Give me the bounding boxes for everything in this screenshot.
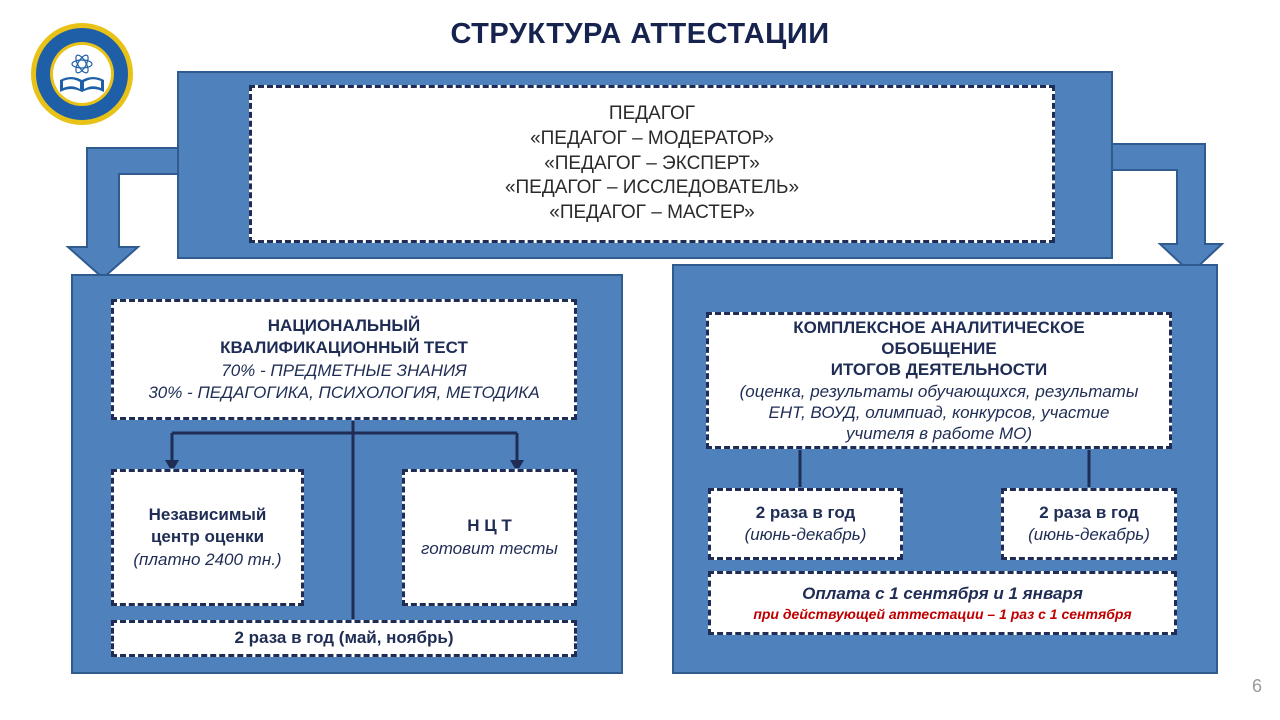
payment-box: Оплата с 1 сентября и 1 января при дейст… [707, 570, 1178, 636]
analysis-title-line: ИТОГОВ ДЕЯТЕЛЬНОСТИ [830, 360, 1048, 380]
payment-title: Оплата с 1 сентября и 1 января [802, 583, 1083, 603]
analysis-box: КОМПЛЕКСНОЕ АНАЛИТИЧЕСКОЕ ОБОБЩЕНИЕ ИТОГ… [705, 311, 1173, 450]
test-detail-line: 70% - ПРЕДМЕТНЫЕ ЗНАНИЯ [221, 360, 467, 380]
category-line: «ПЕДАГОГ – МАСТЕР» [549, 202, 755, 224]
frequency-months: (июнь-декабрь) [744, 525, 867, 544]
nct-title: Н Ц Т [467, 516, 512, 536]
test-detail-line: 30% - ПЕДАГОГИКА, ПСИХОЛОГИЯ, МЕТОДИКА [148, 382, 540, 402]
analysis-title-line: КОМПЛЕКСНОЕ АНАЛИТИЧЕСКОЕ [793, 317, 1085, 337]
independent-center-box: Независимый центр оценки (платно 2400 тн… [110, 468, 305, 607]
logo-emblem-icon [31, 23, 133, 125]
left-frequency-box: 2 раза в год (май, ноябрь) [110, 619, 578, 658]
analysis-title-line: ОБОБЩЕНИЕ [881, 339, 997, 358]
teacher-categories-box: ПЕДАГОГ «ПЕДАГОГ – МОДЕРАТОР» «ПЕДАГОГ –… [248, 84, 1056, 244]
arrowhead-icon [165, 460, 179, 472]
arrowhead-icon [510, 460, 524, 472]
page-title: СТРУКТУРА АТТЕСТАЦИИ [450, 18, 830, 50]
category-line: ПЕДАГОГ [608, 103, 696, 125]
nct-desc: готовит тесты [421, 538, 558, 558]
category-line: «ПЕДАГОГ – ЭКСПЕРТ» [544, 152, 760, 174]
left-frequency-text: 2 раза в год (май, ноябрь) [234, 628, 454, 648]
frequency-title: 2 раза в год [1039, 502, 1139, 522]
independent-price: (платно 2400 тн.) [133, 549, 282, 569]
nct-box: Н Ц Т готовит тесты [401, 468, 578, 607]
independent-line: центр оценки [150, 527, 265, 547]
ministry-logo [30, 22, 134, 126]
category-line: «ПЕДАГОГ – ИССЛЕДОВАТЕЛЬ» [504, 177, 800, 199]
analysis-detail-line: ЕНТ, ВОУД, олимпиад, конкурсов, участие [768, 402, 1110, 422]
right-arrow-icon [1111, 143, 1225, 275]
right-frequency-box-right: 2 раза в год (июнь-декабрь) [1000, 487, 1178, 561]
payment-note: при действующей аттестации – 1 раз с 1 с… [753, 605, 1132, 622]
frequency-months: (июнь-декабрь) [1028, 525, 1150, 544]
test-title-line: КВАЛИФИКАЦИОННЫЙ ТЕСТ [220, 338, 468, 358]
left-arrow-icon [65, 147, 179, 280]
right-frequency-box-left: 2 раза в год (июнь-декабрь) [707, 487, 904, 561]
analysis-detail-line: учителя в работе МО) [845, 424, 1033, 443]
analysis-detail-line: (оценка, результаты обучающихся, результ… [739, 381, 1139, 401]
independent-line: Независимый [148, 505, 267, 525]
category-line: «ПЕДАГОГ – МОДЕРАТОР» [530, 127, 774, 149]
frequency-title: 2 раза в год [755, 502, 856, 522]
test-title-line: НАЦИОНАЛЬНЫЙ [267, 316, 421, 336]
page-number: 6 [1251, 676, 1262, 696]
national-test-box: НАЦИОНАЛЬНЫЙ КВАЛИФИКАЦИОННЫЙ ТЕСТ 70% -… [110, 298, 578, 421]
